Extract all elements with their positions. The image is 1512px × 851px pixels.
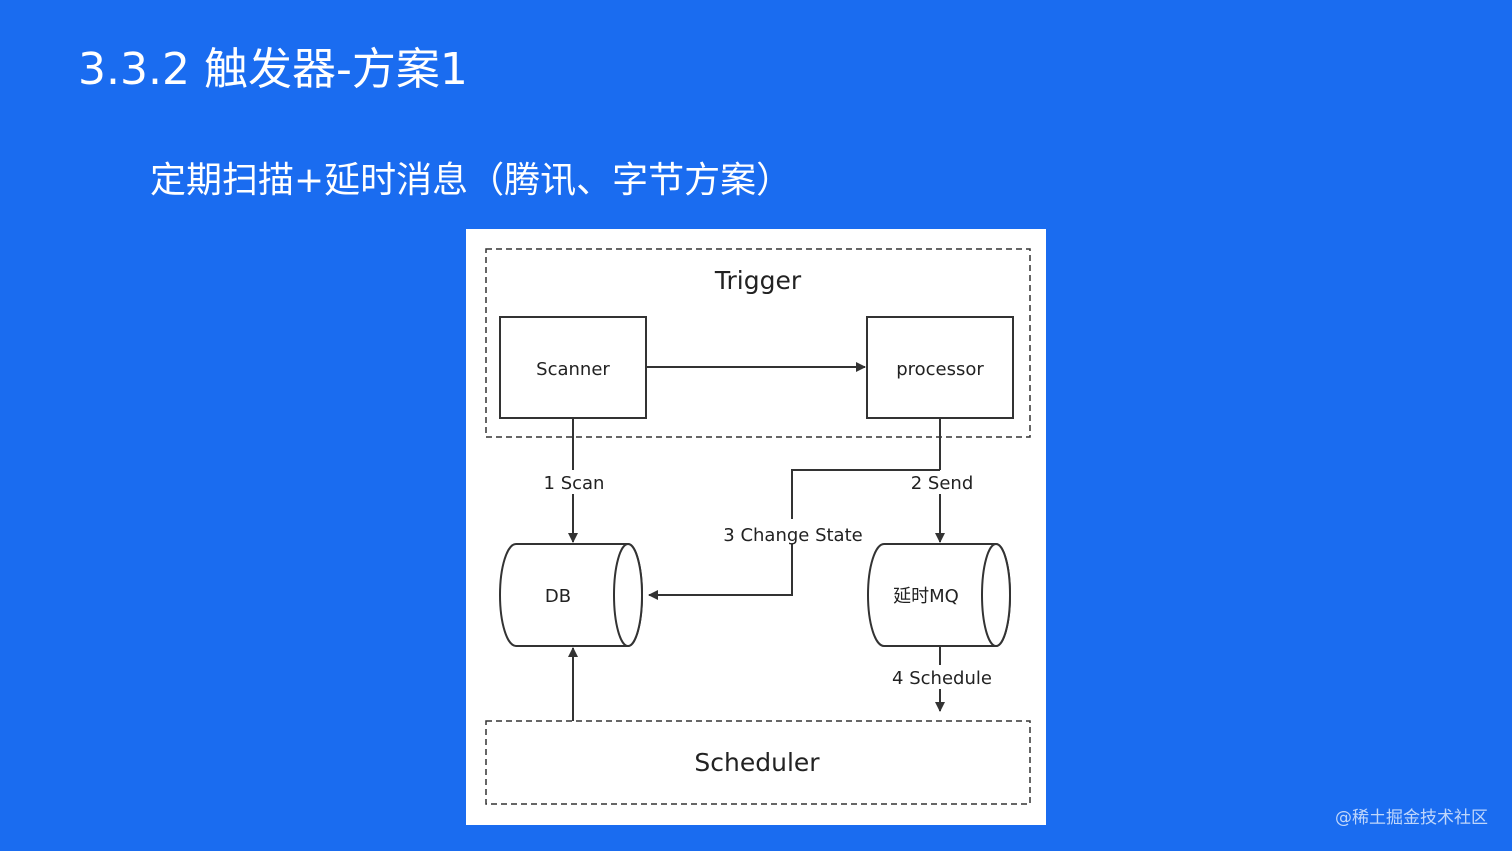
change-state-edge-label: 3 Change State [723,525,862,546]
scheduler-group-label: Scheduler [694,748,820,777]
mq-node [867,543,1011,647]
change-state-arrow-upper [791,469,940,519]
db-node [499,543,643,647]
db-label: DB [545,586,571,607]
mq-label: 延时MQ [893,586,959,607]
scanner-label: Scanner [536,359,610,380]
scheduler-group-box [485,720,1031,805]
change-state-arrow-lower [648,544,793,600]
schedule-edge-label: 4 Schedule [892,668,992,689]
scan-edge-label: 1 Scan [544,473,605,494]
diagram-panel: Trigger Scanner processor 1 Scan 2 Send … [466,229,1046,825]
slide-title: 3.3.2 触发器-方案1 [78,44,468,95]
architecture-diagram: Trigger Scanner processor 1 Scan 2 Send … [485,248,1031,805]
send-edge-label: 2 Send [911,473,974,494]
trigger-group-box [485,248,1031,438]
trigger-group-label: Trigger [714,266,802,295]
slide-subtitle: 定期扫描+延时消息（腾讯、字节方案） [150,160,793,201]
processor-label: processor [896,359,984,380]
processor-node [866,316,1014,419]
watermark: @稀土掘金技术社区 [1335,808,1488,828]
